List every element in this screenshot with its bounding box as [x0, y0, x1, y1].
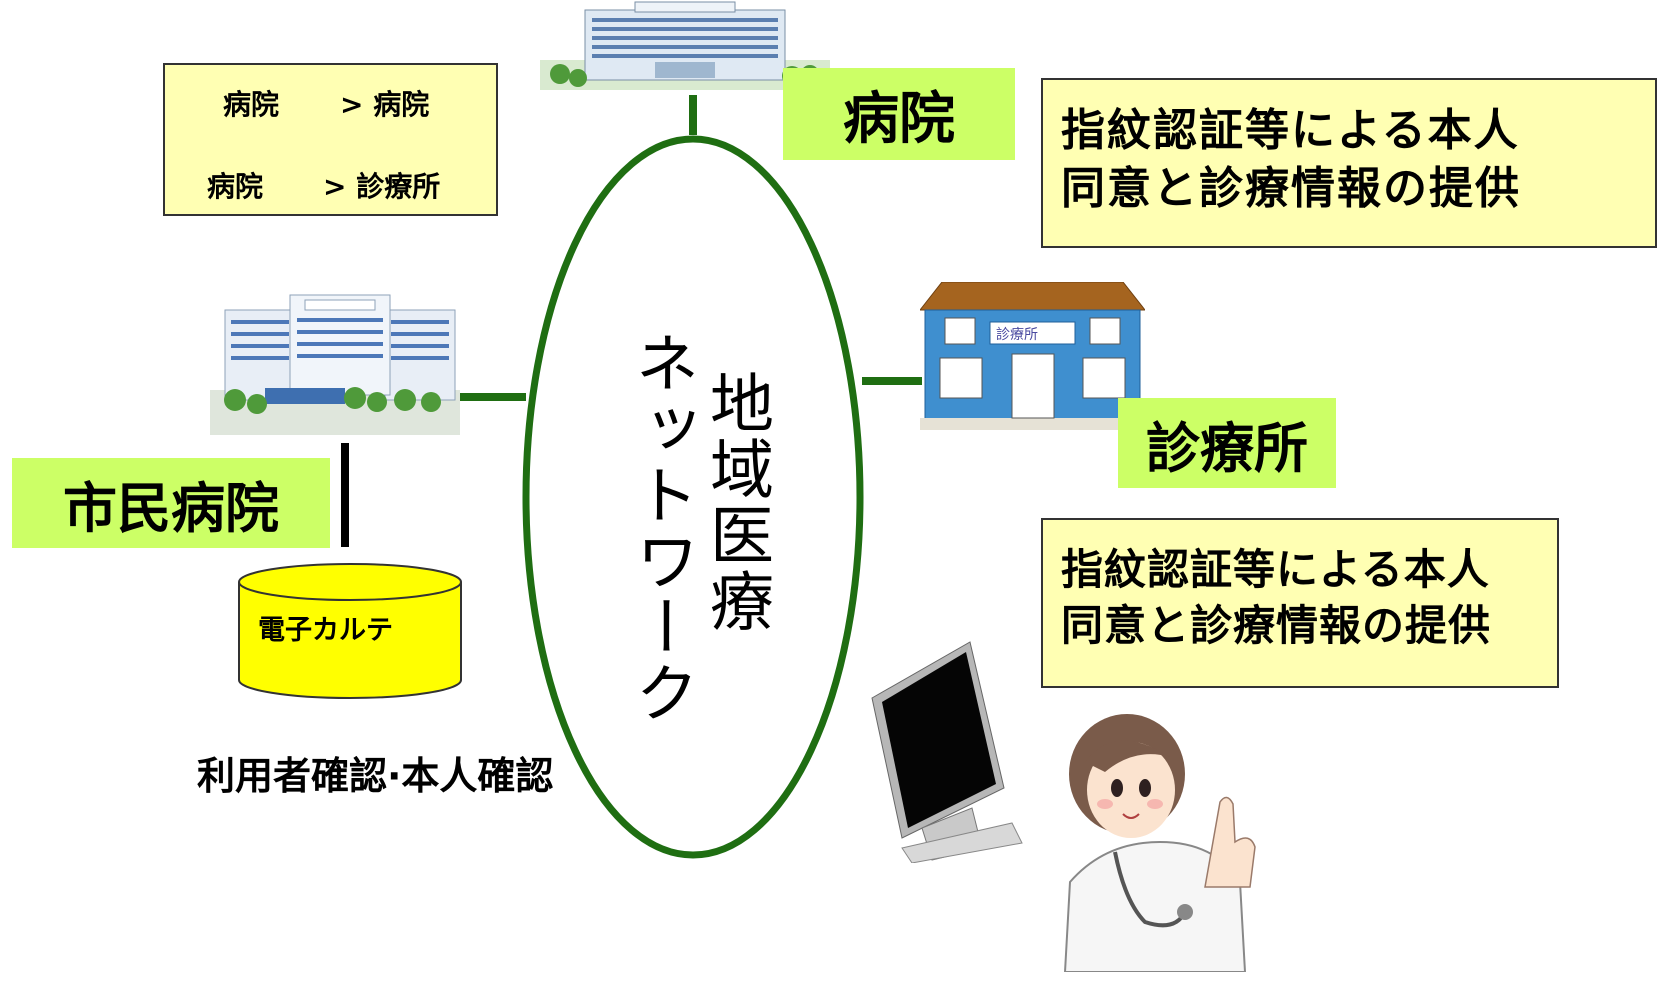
database-cylinder-icon [238, 563, 462, 699]
route-row1-from: 病院 [223, 88, 280, 121]
network-title-line1: 地域医療 [699, 370, 773, 634]
route-note-box: 病院 > 病院 病院 > 診療所 [163, 63, 498, 216]
consent-bottom-line2: 同意と診療情報の提供 [1061, 601, 1492, 650]
database-connector-line [341, 443, 349, 547]
clinic-label: 診療所 [1118, 398, 1336, 488]
consent-top-line2: 同意と診療情報の提供 [1061, 163, 1521, 214]
hospital-label: 病院 [783, 68, 1015, 160]
consent-top-line1: 指紋認証等による本人 [1061, 105, 1520, 156]
doctor-illustration [1063, 714, 1256, 972]
city-hospital-connector-line [458, 393, 526, 401]
monitor-icon [871, 641, 1023, 863]
hospital-connector-line [689, 95, 697, 135]
verification-text: 利用者確認·本人確認 [197, 754, 554, 798]
city-hospital-building-icon [210, 294, 460, 435]
route-row2-from: 病院 [207, 170, 264, 203]
clinic-connector-line [862, 377, 922, 385]
clinic-sign-text: 診療所 [996, 326, 1038, 343]
consent-bottom-line1: 指紋認証等による本人 [1061, 545, 1490, 594]
consent-box-bottom: 指紋認証等による本人 同意と診療情報の提供 [1041, 518, 1559, 688]
route-row1-to: > 病院 [340, 88, 430, 121]
database-label: 電子カルテ [258, 615, 393, 646]
city-hospital-label: 市民病院 [12, 458, 330, 548]
consent-box-top: 指紋認証等による本人 同意と診療情報の提供 [1041, 78, 1657, 248]
route-row2-to: > 診療所 [323, 170, 441, 203]
clinic-building-icon: 診療所 [920, 282, 1145, 430]
network-title-line2: ネットワーク [624, 330, 698, 726]
